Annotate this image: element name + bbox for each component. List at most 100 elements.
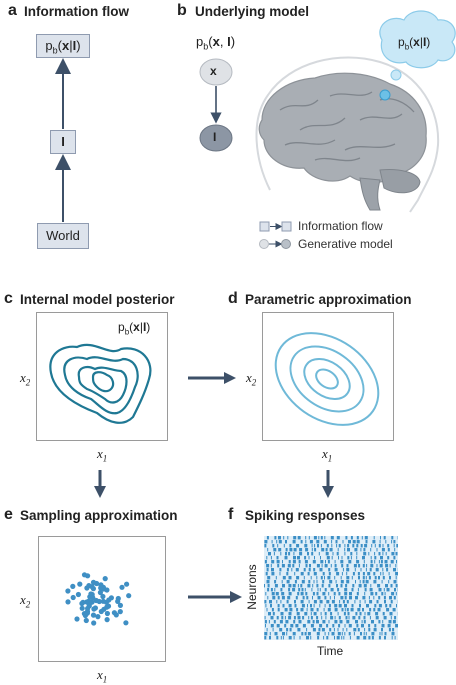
spike-mark — [324, 608, 325, 611]
spike-mark — [296, 576, 299, 579]
spike-mark — [335, 616, 336, 619]
spike-mark — [379, 636, 381, 639]
spike-mark — [342, 556, 343, 559]
spike-mark — [385, 560, 388, 563]
spike-mark — [264, 544, 266, 547]
spike-mark — [363, 552, 366, 555]
spike-mark — [264, 636, 266, 639]
spike-mark — [311, 624, 314, 627]
spike-mark — [388, 548, 390, 551]
spike-mark — [314, 544, 315, 547]
spike-mark — [377, 548, 378, 551]
spike-mark — [391, 540, 392, 543]
spike-mark — [342, 632, 343, 635]
legend-generative-model: Generative model — [298, 237, 393, 251]
spike-mark — [389, 620, 392, 623]
spike-mark — [374, 604, 376, 607]
parametric-contours — [258, 314, 396, 444]
panel-f-xlabel: Time — [317, 644, 343, 658]
spike-mark — [299, 552, 302, 555]
spike-mark — [274, 620, 276, 623]
spike-mark — [347, 608, 349, 611]
spike-mark — [376, 616, 379, 619]
spike-mark — [294, 572, 295, 575]
spike-mark — [299, 560, 301, 563]
panel-c-title: Internal model posterior — [20, 292, 175, 307]
spike-mark — [279, 628, 282, 631]
spike-mark — [364, 592, 365, 595]
spike-mark — [317, 608, 319, 611]
spike-mark — [344, 612, 346, 615]
spike-mark — [319, 604, 320, 607]
spike-mark — [322, 620, 325, 623]
sample-point — [95, 614, 100, 619]
spike-mark — [364, 584, 367, 587]
spike-mark — [289, 560, 291, 563]
spike-mark — [308, 572, 310, 575]
spike-mark — [330, 616, 333, 619]
spike-mark — [294, 636, 295, 639]
spike-mark — [280, 552, 281, 555]
panel-d-xlabel: x1 — [322, 446, 332, 464]
spike-mark — [366, 576, 367, 579]
spike-mark — [370, 548, 371, 551]
spike-mark — [306, 628, 307, 631]
spike-mark — [307, 552, 309, 555]
sample-point — [112, 610, 117, 615]
spike-mark — [281, 612, 284, 615]
spike-mark — [306, 636, 309, 639]
spike-mark — [282, 560, 283, 563]
spike-mark — [344, 552, 345, 555]
legend-gen-circle-1 — [260, 240, 269, 249]
spike-mark — [369, 576, 371, 579]
spike-mark — [293, 556, 296, 559]
spike-mark — [383, 576, 385, 579]
sample-point — [91, 620, 96, 625]
sample-point — [80, 606, 85, 611]
spike-mark — [396, 560, 397, 563]
spike-mark — [325, 560, 326, 563]
posterior-contours — [50, 345, 150, 423]
spike-mark — [348, 540, 351, 543]
spike-mark — [276, 592, 279, 595]
spike-mark — [326, 624, 328, 627]
spike-mark — [302, 604, 305, 607]
spike-mark — [392, 628, 394, 631]
spike-mark — [278, 536, 281, 539]
spike-mark — [292, 588, 295, 591]
sample-point — [101, 599, 106, 604]
spike-mark — [379, 588, 382, 591]
spike-mark — [334, 628, 335, 631]
spike-mark — [297, 592, 299, 595]
spike-mark — [393, 608, 396, 611]
spike-mark — [374, 560, 375, 563]
spike-mark — [294, 600, 296, 603]
spike-mark — [298, 588, 300, 591]
spike-mark — [336, 580, 337, 583]
spike-mark — [277, 556, 279, 559]
spike-mark — [337, 536, 340, 539]
spike-mark — [346, 568, 349, 571]
spike-mark — [380, 536, 381, 539]
spike-mark — [339, 616, 341, 619]
spike-mark — [267, 536, 269, 539]
spike-mark — [331, 544, 332, 547]
spike-mark — [335, 608, 338, 611]
spike-mark — [287, 596, 290, 599]
spike-mark — [375, 544, 376, 547]
spike-mark — [322, 564, 323, 567]
spike-mark — [355, 568, 356, 571]
spike-mark — [382, 632, 383, 635]
spike-mark — [338, 592, 340, 595]
legend-info-square-1 — [260, 222, 269, 231]
spike-mark — [312, 544, 313, 547]
spike-mark — [285, 556, 288, 559]
spike-mark — [266, 564, 269, 567]
spike-mark — [358, 576, 360, 579]
spike-mark — [322, 580, 324, 583]
spike-mark — [268, 612, 271, 615]
spike-mark — [331, 536, 334, 539]
spike-mark — [285, 540, 287, 543]
spike-mark — [309, 568, 311, 571]
spike-mark — [283, 636, 284, 639]
